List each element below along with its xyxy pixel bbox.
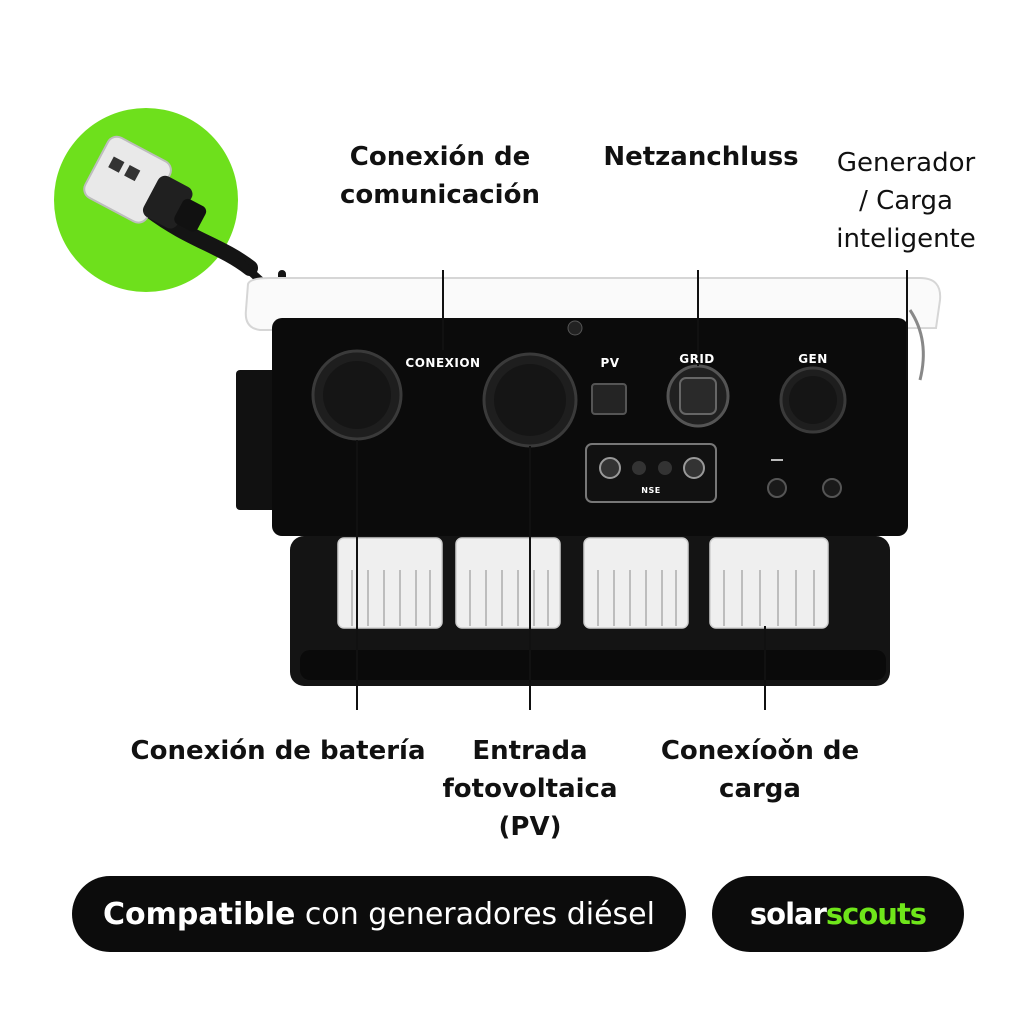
banner-rest: con generadores diésel (295, 896, 655, 932)
callout-load: Conexíoǒn de carga (660, 736, 860, 804)
panel-small-label: NSE (641, 486, 661, 495)
inverter-device (236, 270, 942, 710)
control-panel (585, 443, 717, 503)
pv-connector (591, 383, 627, 415)
compatibility-banner: Compatible con generadores diésel (72, 876, 686, 952)
device-label-pv: PV (600, 356, 620, 370)
device-label-gen: GEN (798, 352, 828, 366)
brand-part2: scouts (825, 897, 927, 931)
callout-generator: Generador / Carga inteligente (836, 148, 976, 254)
banner-bold: Compatible (103, 896, 296, 932)
callout-pv: Entrada fotovoltaica (PV) (442, 736, 618, 842)
brand-logo: solarscouts (712, 876, 964, 952)
callout-communication: Conexión de comunicación (340, 142, 540, 210)
callout-battery: Conexión de batería (130, 736, 426, 766)
callout-grid: Netzanchluss (603, 142, 799, 172)
brand-part1: solar (749, 897, 827, 931)
device-label-conexion: CONEXION (405, 356, 481, 370)
device-label-grid: GRID (679, 352, 715, 366)
plug-icon (83, 135, 207, 232)
